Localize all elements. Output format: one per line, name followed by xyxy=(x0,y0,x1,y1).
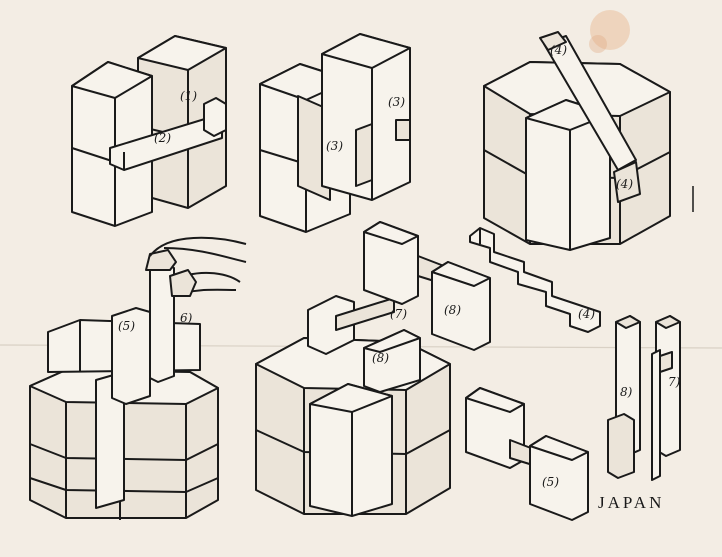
label-fig1-piece2: (2) xyxy=(154,131,171,145)
paper-stain xyxy=(589,35,607,53)
label-fig2-piece3b: (3) xyxy=(388,95,405,109)
label-fig4-piece5: (5) xyxy=(118,319,135,333)
label-fig4-piece6: 6) xyxy=(180,311,193,325)
loose-piece-5 xyxy=(465,387,589,521)
label-loose-piece4: (4) xyxy=(578,307,595,321)
label-loose-piece7: 7) xyxy=(668,375,681,389)
label-fig2-piece3a: (3) xyxy=(326,139,343,153)
figure-1-assembly xyxy=(71,35,227,227)
label-fig3-piece4b: (4) xyxy=(616,177,633,191)
label-fig5-piece7: (7) xyxy=(390,307,407,321)
figure-5-assembly xyxy=(255,295,451,517)
label-loose-piece8: 8) xyxy=(620,385,633,399)
japan-caption: JAPAN xyxy=(598,493,664,512)
label-fig5-piece8b: (8) xyxy=(372,351,389,365)
label-fig1-piece1: (1) xyxy=(180,89,197,103)
figure-2-assembly xyxy=(259,33,411,233)
label-loose-piece5: (5) xyxy=(542,475,559,489)
paper-stain xyxy=(590,10,630,50)
loose-piece-4 xyxy=(469,227,601,333)
label-fig3-piece4a: (4) xyxy=(550,43,567,57)
loose-pieces-8-7-vertical xyxy=(607,315,681,481)
figure-4-assembly-with-hand xyxy=(29,236,247,520)
loose-pieces-7-8 xyxy=(363,221,491,351)
figure-3-assembly xyxy=(483,31,671,251)
label-fig5-piece8: (8) xyxy=(444,303,461,317)
